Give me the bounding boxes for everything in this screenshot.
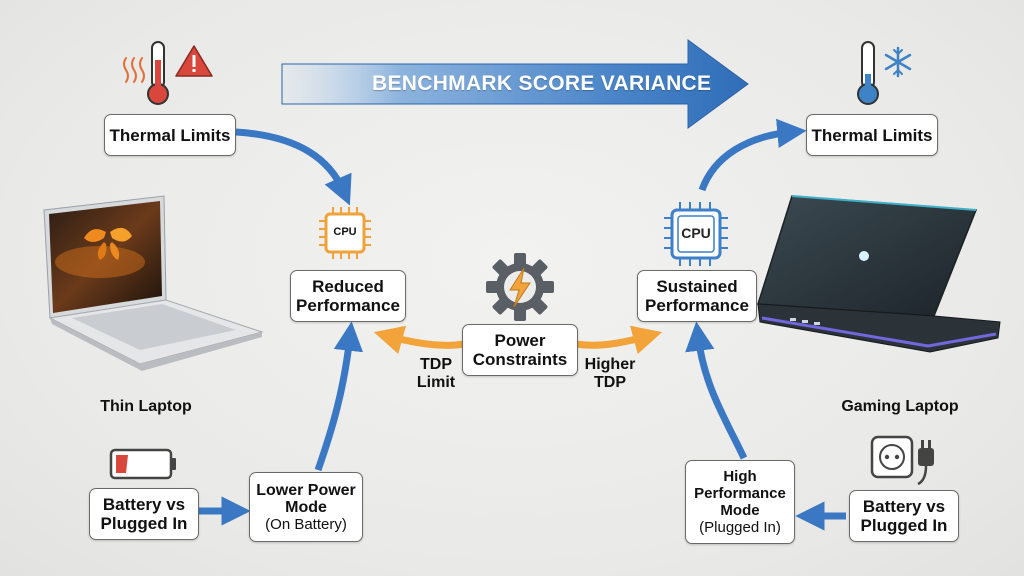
arrow-sustained-to-thermal <box>698 118 807 192</box>
warning-icon <box>175 45 213 77</box>
lower-power-sub: (On Battery) <box>265 515 347 533</box>
high-perf-sub: (Plugged In) <box>699 519 781 536</box>
snowflake-icon <box>884 46 912 78</box>
battery-left-line1: Battery vs <box>102 495 186 514</box>
thin-laptop-image <box>43 195 264 371</box>
thermal-limits-left: Thermal Limits <box>104 114 236 156</box>
banner-arrow <box>281 39 749 129</box>
high-perf-line3: Mode <box>720 502 760 519</box>
sustained-performance-line2: Performance <box>645 296 749 315</box>
cpu-icon <box>664 202 728 266</box>
battery-vs-plugged-left: Battery vs Plugged In <box>89 488 199 540</box>
heat-waves-icon <box>123 57 145 83</box>
tdp-limit-label: TDP Limit <box>408 356 464 392</box>
arrow-lowpower-to-reduced <box>314 321 363 472</box>
arrow-thermal-to-reduced <box>235 128 352 206</box>
tdp-limit-line2: Limit <box>416 374 456 391</box>
gear-bolt-icon <box>486 253 554 321</box>
cpu-icon <box>319 207 371 259</box>
high-performance-mode-box: High Performance Mode (Plugged In) <box>685 460 795 544</box>
gaming-laptop-image <box>756 195 1001 353</box>
battery-vs-plugged-right: Battery vs Plugged In <box>849 490 959 542</box>
lower-power-line1: Lower Power <box>256 481 356 499</box>
power-constraints-box: Power Constraints <box>462 324 578 376</box>
lower-power-mode-box: Lower Power Mode (On Battery) <box>249 472 363 542</box>
arrow-power-to-sustained <box>575 325 663 355</box>
thermal-limits-left-label: Thermal Limits <box>109 125 231 145</box>
reduced-performance-line2: Performance <box>296 296 400 315</box>
reduced-performance-box: Reduced Performance <box>290 270 406 322</box>
wall-outlet-plug-icon <box>870 435 934 486</box>
thermometer-icon <box>857 41 879 105</box>
battery-right-line1: Battery vs <box>862 497 946 516</box>
reduced-performance-line1: Reduced <box>312 277 384 296</box>
banner-title: BENCHMARK SCORE VARIANCE <box>372 72 712 95</box>
thermal-limits-right: Thermal Limits <box>806 114 938 156</box>
sustained-performance-box: Sustained Performance <box>637 270 757 322</box>
sustained-performance-line1: Sustained <box>656 277 738 296</box>
higher-tdp-line1: Higher <box>584 356 636 373</box>
battery-left-line2: Plugged In <box>100 514 188 533</box>
high-perf-line1: High <box>723 468 757 485</box>
higher-tdp-line2: TDP <box>594 374 626 391</box>
thermal-limits-right-label: Thermal Limits <box>811 125 933 145</box>
lower-power-line2: Mode <box>285 498 327 516</box>
thin-laptop-label: Thin Laptop <box>100 398 192 415</box>
gaming-laptop-label: Gaming Laptop <box>841 398 959 415</box>
power-constraints-line2: Constraints <box>472 350 568 369</box>
power-constraints-line1: Power <box>494 331 546 350</box>
battery-right-line2: Plugged In <box>860 516 948 535</box>
low-battery-icon <box>109 448 176 480</box>
arrow-power-to-reduced <box>373 325 465 355</box>
cpu-chip-label-left: CPU <box>333 226 357 238</box>
thermometer-icon <box>147 41 169 105</box>
cpu-chip-label-right: CPU <box>681 225 711 241</box>
arrow-highperf-to-sustained <box>685 321 748 460</box>
higher-tdp-label: Higher TDP <box>578 356 642 392</box>
high-perf-line2: Performance <box>694 485 786 502</box>
tdp-limit-line1: TDP <box>420 356 452 373</box>
